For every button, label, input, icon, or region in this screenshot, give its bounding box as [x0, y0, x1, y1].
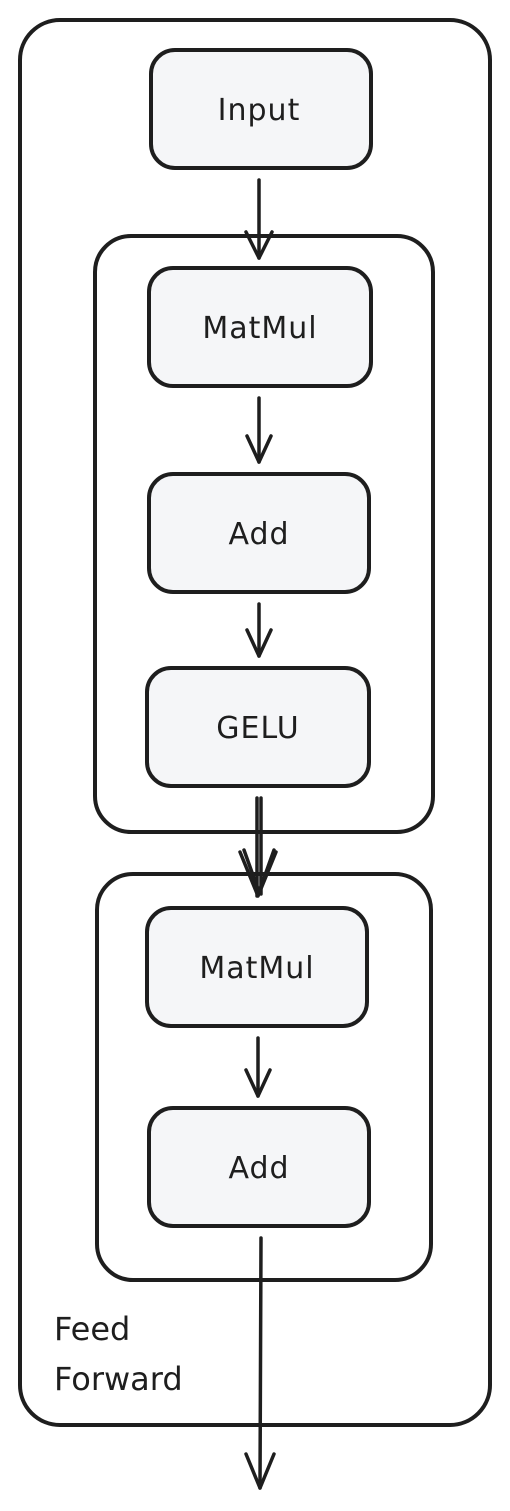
input-node-label: Input — [218, 93, 301, 128]
matmul-node-2 — [145, 906, 369, 1028]
arrow-output — [244, 1236, 276, 1490]
input-node — [149, 48, 373, 170]
arrow-matmul-to-add — [245, 396, 273, 464]
add-node-2 — [147, 1106, 371, 1228]
matmul-node-1 — [147, 266, 373, 388]
arrow-input-to-matmul — [244, 178, 274, 260]
matmul-node-2-label: MatMul — [199, 951, 314, 986]
add-node-2-label: Add — [228, 1151, 289, 1186]
gelu-node — [145, 666, 371, 788]
container-label-line-2: Forward — [54, 1360, 183, 1398]
add-node-1-label: Add — [228, 517, 289, 552]
matmul-node-1-label: MatMul — [202, 311, 317, 346]
arrow-gelu-to-matmul — [238, 796, 278, 898]
gelu-node-label: GELU — [216, 711, 299, 746]
container-label-line-1: Feed — [54, 1310, 130, 1348]
add-node-1 — [147, 472, 371, 594]
arrow-add-to-gelu — [245, 602, 273, 658]
arrow-matmul-to-add-2 — [244, 1036, 272, 1098]
